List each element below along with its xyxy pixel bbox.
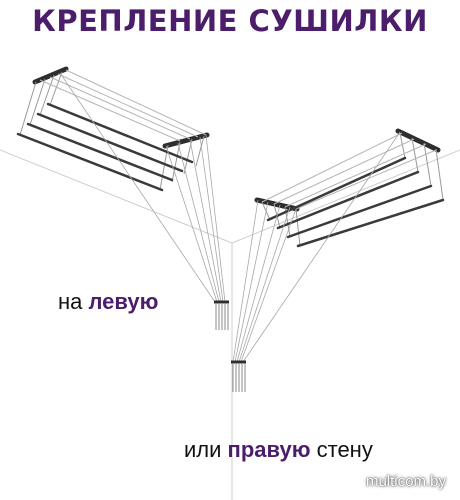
left-dryer bbox=[16, 66, 229, 330]
caption-left-wall: на левую bbox=[58, 289, 158, 315]
caption-right-suffix: стену bbox=[310, 437, 373, 462]
caption-right-wall: или правую стену bbox=[184, 437, 373, 463]
caption-left-highlight: левую bbox=[88, 289, 159, 314]
page-title: КРЕПЛЕНИЕ СУШИЛКИ bbox=[32, 4, 428, 38]
caption-left-prefix: на bbox=[58, 289, 89, 314]
watermark: multicom.by bbox=[365, 473, 446, 490]
right-dryer bbox=[231, 128, 445, 392]
caption-right-prefix: или bbox=[184, 437, 228, 462]
caption-right-highlight: правую bbox=[227, 437, 311, 462]
room-corner bbox=[0, 149, 460, 500]
